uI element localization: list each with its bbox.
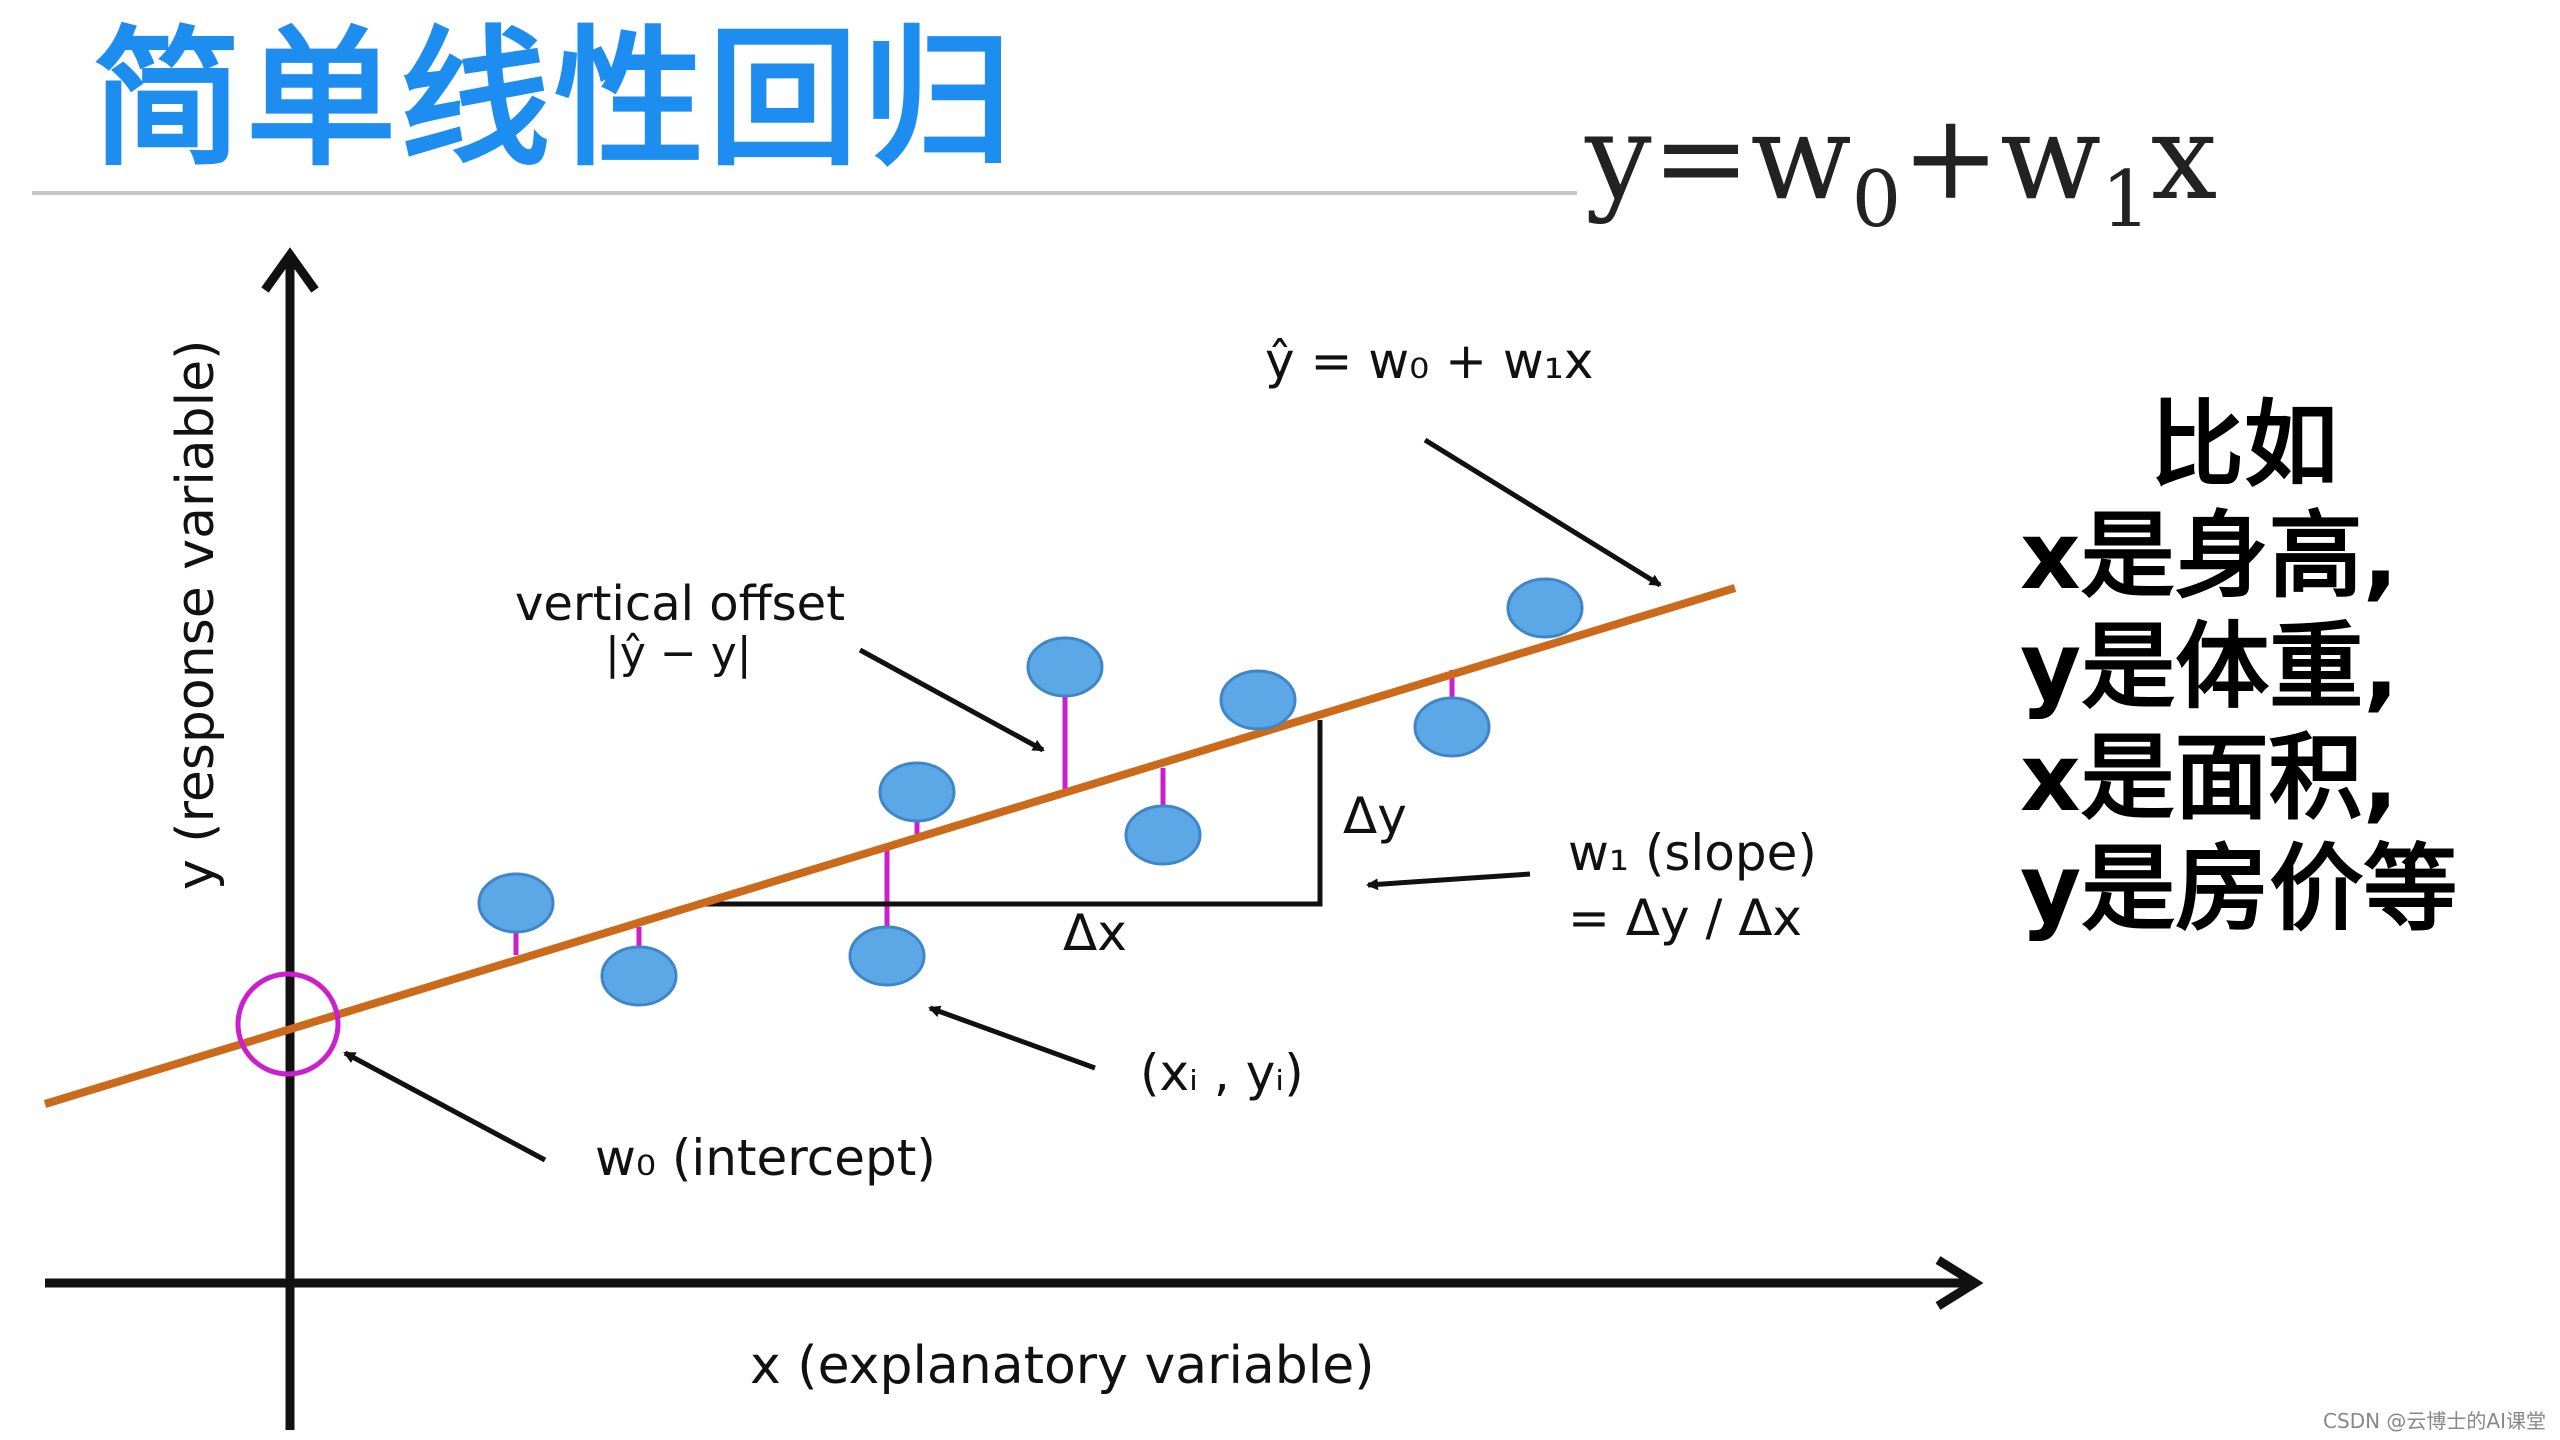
slope-triangle bbox=[700, 720, 1323, 907]
x-axis-label: x (explanatory variable) bbox=[750, 1336, 1375, 1396]
data-point bbox=[600, 945, 678, 1007]
data-point bbox=[1124, 804, 1202, 866]
page-title: 简单线性回归 bbox=[92, 13, 1017, 187]
formula-w1-subscript: 1 bbox=[2101, 155, 2151, 245]
example-line-1: 比如 bbox=[2150, 391, 2339, 500]
vertical-offset-formula: |ŷ − y| bbox=[605, 628, 752, 679]
regression-formula: y=w0+w1x bbox=[1585, 82, 2217, 275]
delta-y-label: Δy bbox=[1343, 787, 1407, 845]
data-point bbox=[848, 925, 926, 987]
intercept-label: w₀ (intercept) bbox=[595, 1129, 936, 1187]
formula-w1: w bbox=[2000, 88, 2102, 226]
formula-w0-subscript: 0 bbox=[1851, 155, 1902, 245]
intercept-circle bbox=[235, 971, 341, 1077]
data-point-label: (xᵢ , yᵢ) bbox=[1140, 1044, 1304, 1102]
example-line-5: y是房价等 bbox=[2020, 835, 2458, 944]
data-point bbox=[1219, 669, 1297, 731]
watermark-credit: CSDN @云博士的AI课堂 bbox=[2323, 1409, 2546, 1433]
point-arrow bbox=[928, 1005, 1096, 1071]
y-axis-arrowhead bbox=[261, 247, 319, 293]
data-point bbox=[1413, 696, 1491, 758]
fit-arrow bbox=[1423, 437, 1662, 588]
offset-arrow bbox=[858, 647, 1045, 753]
data-point bbox=[477, 872, 555, 934]
delta-x-label: Δx bbox=[1063, 904, 1127, 962]
fit-equation-label: ŷ = w₀ + w₁x bbox=[1265, 332, 1593, 390]
data-point bbox=[1026, 636, 1104, 698]
regression-line bbox=[43, 584, 1737, 1108]
formula-plus: + bbox=[1901, 88, 2001, 226]
annotation-arrows bbox=[343, 437, 1662, 1163]
data-point bbox=[878, 761, 956, 823]
x-axis-arrowhead bbox=[1935, 1256, 1984, 1310]
data-points bbox=[477, 577, 1584, 1007]
slope-arrow bbox=[1366, 871, 1531, 891]
example-text: 比如 x是身高, y是体重, x是面积, y是房价等 bbox=[2020, 390, 2457, 945]
example-line-2: x是身高, bbox=[2020, 502, 2399, 611]
slope-label: w₁ (slope) bbox=[1568, 824, 1817, 882]
example-line-3: y是体重, bbox=[2020, 613, 2399, 722]
slope-formula-label: = Δy / Δx bbox=[1568, 889, 1802, 947]
intercept-arrow bbox=[343, 1050, 547, 1163]
formula-w0: w bbox=[1750, 88, 1852, 226]
title-divider bbox=[32, 191, 1577, 195]
formula-x: x bbox=[2150, 88, 2218, 226]
vertical-offset-label: vertical offset bbox=[515, 576, 845, 632]
example-line-4: x是面积, bbox=[2020, 724, 2399, 833]
data-point bbox=[1506, 577, 1584, 639]
formula-y: y bbox=[1585, 88, 1652, 226]
formula-equals: = bbox=[1651, 88, 1751, 226]
y-axis-label: y (response variable) bbox=[166, 340, 226, 890]
